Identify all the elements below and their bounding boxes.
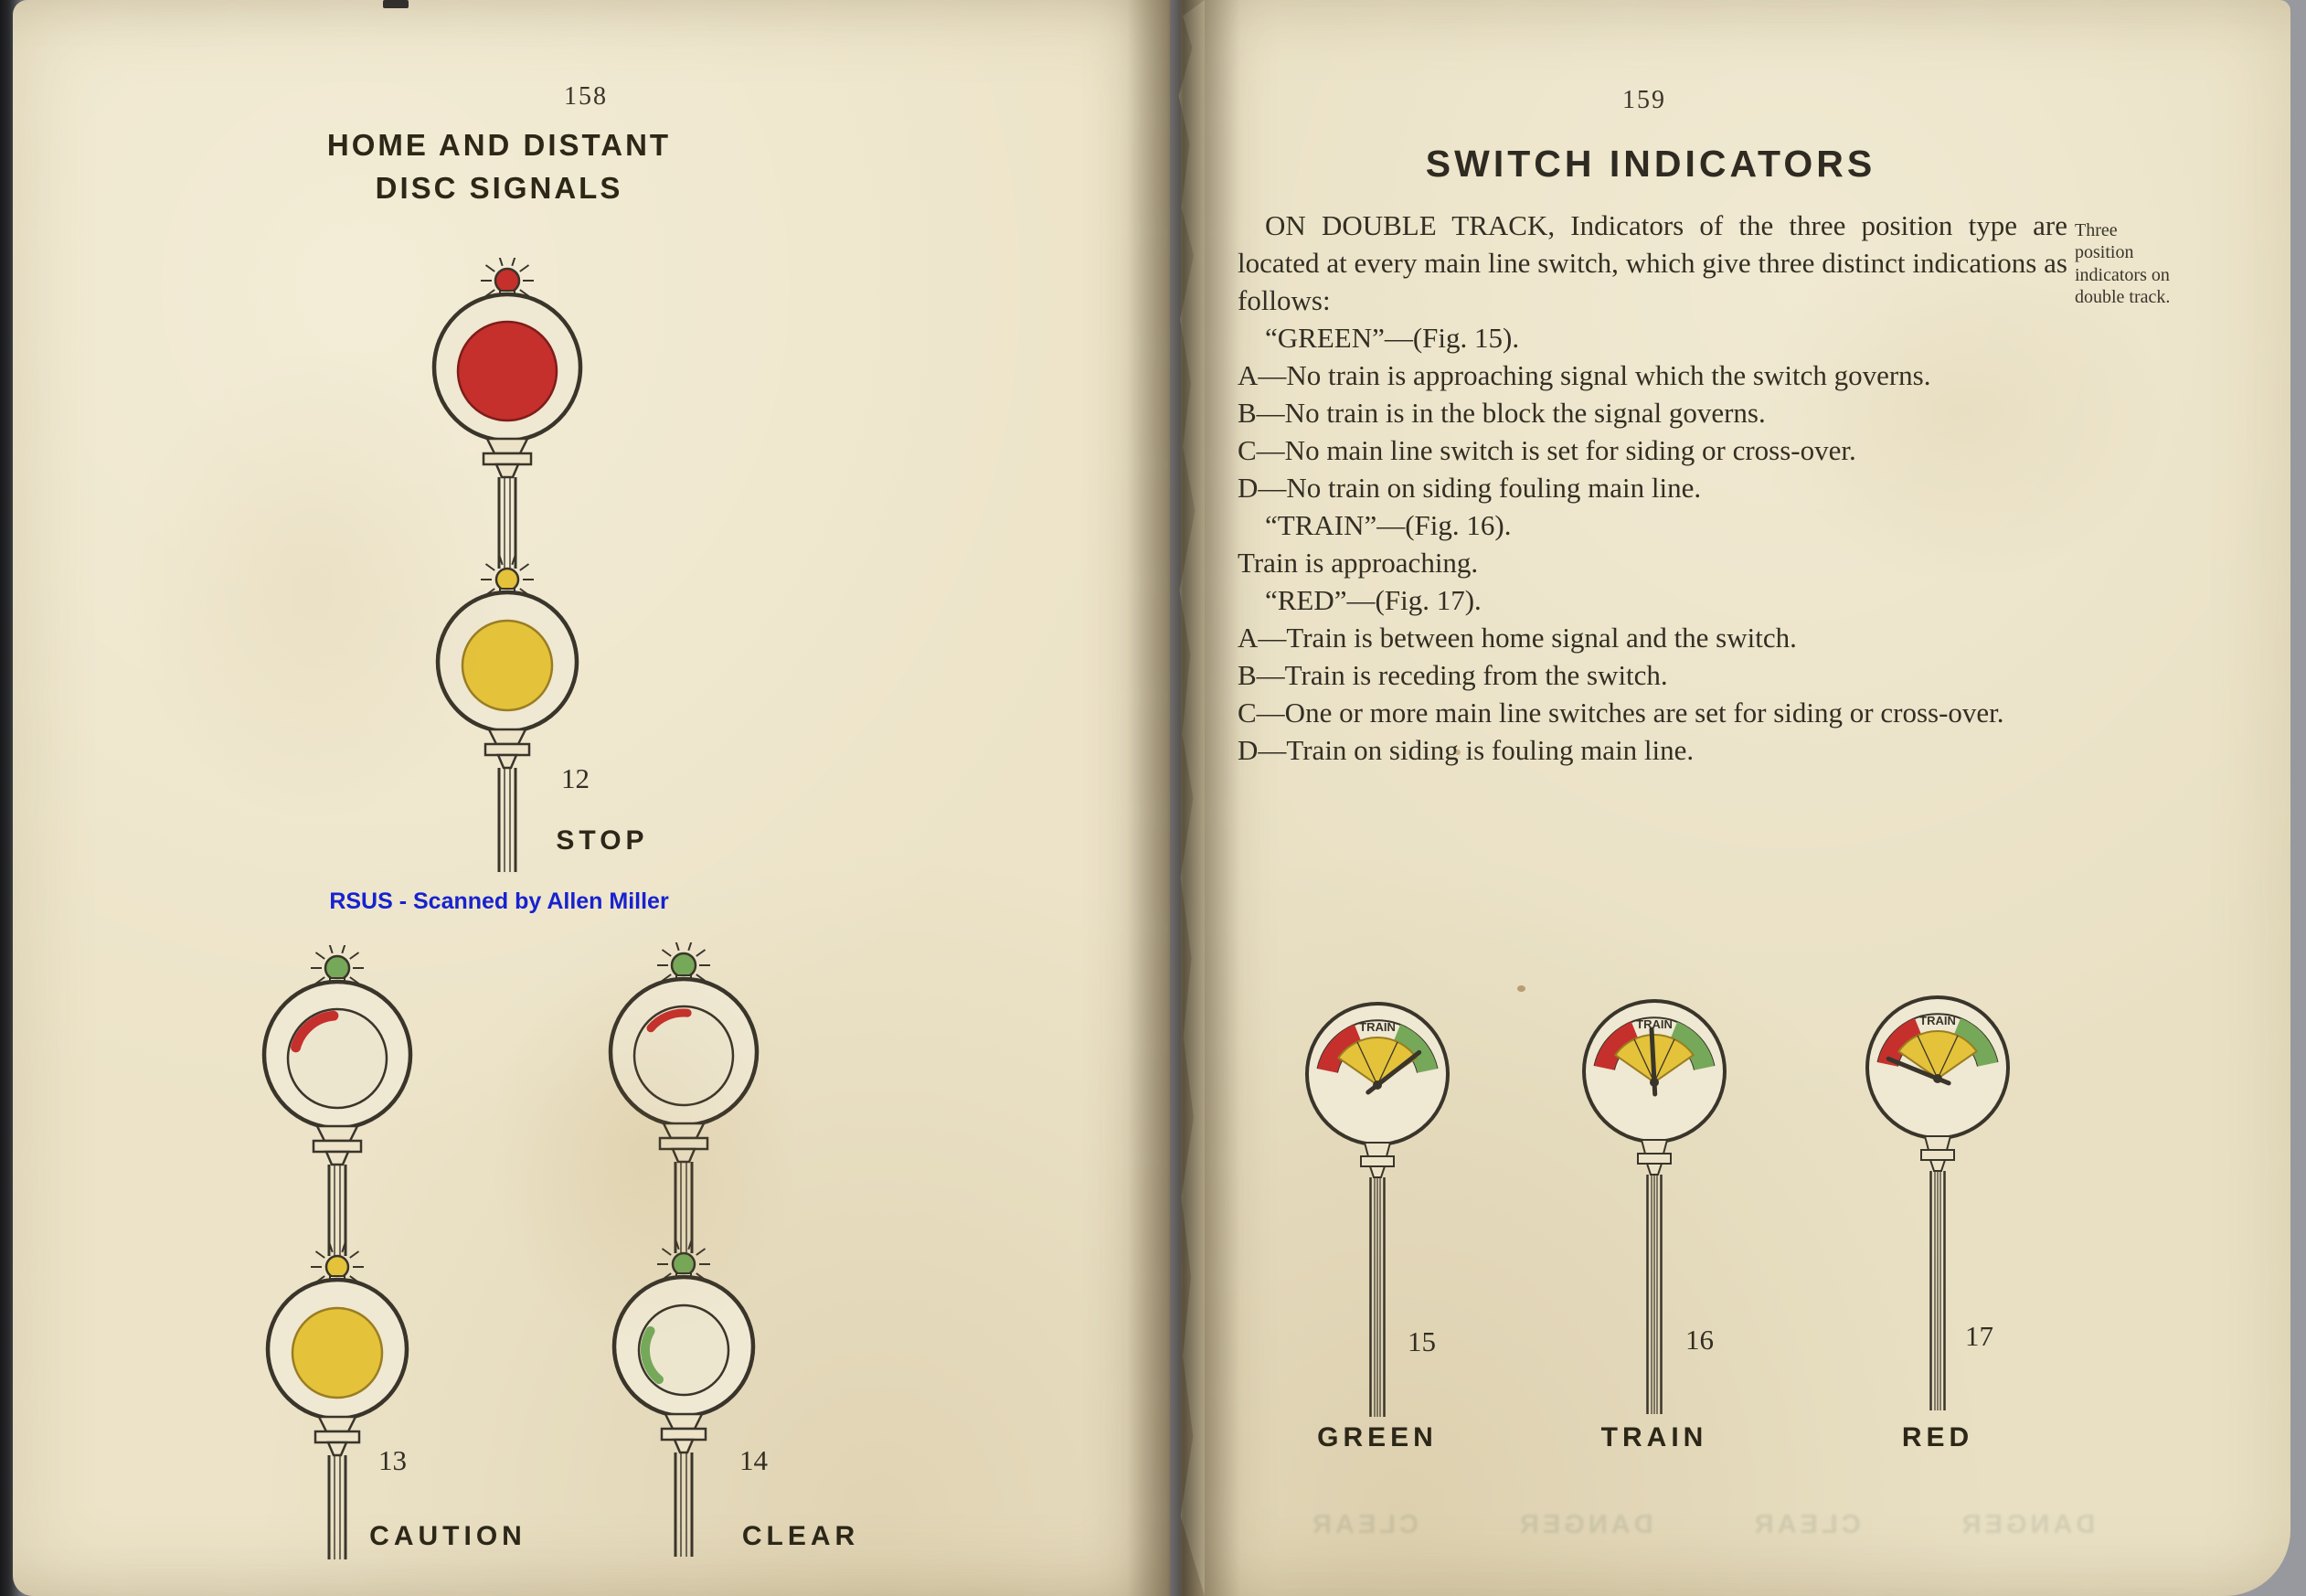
green-sector [1669, 1021, 1715, 1071]
intro-paragraph: ON DOUBLE TRACK, Indicators of the three… [1238, 209, 2067, 316]
white-disc [632, 1005, 735, 1107]
right-page: 159 SWITCH INDICATORS ON DOUBLE TRACK, I… [1178, 0, 2290, 1596]
indicator-face-label: TRAIN [1636, 1017, 1673, 1031]
section-train-heading: “TRAIN”—(Fig. 16). [1265, 509, 1512, 541]
section-green-item-b: B—No train is in the block the signal go… [1238, 397, 1766, 429]
indicator-mast [1646, 1175, 1663, 1414]
margin-note: Three position indicators on double trac… [2075, 220, 2171, 308]
red-disc [456, 320, 558, 422]
switch-indicator-figure-15: TRAIN [1305, 1002, 1450, 1417]
figure-13-number: 13 [378, 1444, 407, 1476]
section-red-item-d: D—Train on siding is fouling main line. [1238, 734, 1695, 766]
yellow-lamp-icon [494, 567, 520, 592]
red-sector [1594, 1021, 1640, 1071]
switch-indicator-figure-17: TRAIN [1865, 995, 2010, 1410]
indicator-mast [1929, 1171, 1946, 1410]
figure-12-caption: STOP [556, 825, 649, 856]
needle-pivot [1373, 1080, 1382, 1090]
signal-mast [497, 477, 517, 569]
body-text: ON DOUBLE TRACK, Indicators of the three… [1238, 207, 2067, 769]
section-red-item-c: C—One or more main line switches are set… [1238, 697, 2004, 729]
yellow-disc [461, 619, 554, 712]
indicator-face-label: TRAIN [1359, 1020, 1396, 1034]
red-lamp-icon [494, 267, 521, 294]
yellow-disc [291, 1306, 384, 1399]
right-page-number: 159 [1622, 86, 1666, 114]
needle-pivot [1650, 1078, 1659, 1087]
figure-14-number: 14 [739, 1444, 768, 1476]
green-lamp-icon [670, 952, 697, 979]
indicator-face-label: TRAIN [1919, 1014, 1956, 1027]
figure-15-caption: GREEN [1317, 1422, 1438, 1452]
figure-13-caption: CAUTION [369, 1521, 526, 1551]
torn-edge [1178, 0, 1205, 1596]
green-sector [1952, 1017, 1998, 1068]
yellow-fan [1897, 1030, 1978, 1080]
white-disc [286, 1007, 388, 1110]
figure-14-caption: CLEAR [741, 1521, 860, 1551]
right-page-title: SWITCH INDICATORS [1425, 143, 1876, 185]
left-page-title: HOME AND DISTANT DISC SIGNALS [252, 124, 746, 210]
white-disc [637, 1303, 730, 1397]
page-edge-notch [383, 0, 409, 8]
indicator-mast [1369, 1177, 1386, 1417]
section-red-heading: “RED”—(Fig. 17). [1265, 584, 1482, 616]
left-page: 158 HOME AND DISTANT DISC SIGNALS [13, 0, 1170, 1596]
paper-speck [1517, 985, 1525, 992]
section-green-heading: “GREEN”—(Fig. 15). [1265, 322, 1520, 354]
left-title-line1: HOME AND DISTANT [326, 128, 672, 162]
left-title-line2: DISC SIGNALS [375, 170, 623, 205]
section-red-item-a: A—Train is between home signal and the s… [1238, 622, 1797, 654]
figure-17-caption: RED [1901, 1422, 1974, 1452]
section-train-item: Train is approaching. [1238, 547, 1479, 579]
section-green-item-d: D—No train on siding fouling main line. [1238, 472, 1702, 504]
figure-12-number: 12 [561, 762, 590, 794]
figure-15-number: 15 [1408, 1325, 1436, 1357]
disc-signal-figure-14 [608, 942, 760, 1557]
yellow-fan [1337, 1037, 1418, 1087]
red-sector [1317, 1024, 1363, 1074]
green-disc-edge [640, 1326, 664, 1385]
green-sector [1392, 1024, 1438, 1074]
yellow-lamp-icon [324, 1254, 350, 1280]
disc-signal-figure-12 [431, 258, 583, 872]
section-green-item-c: C—No main line switch is set for siding … [1238, 434, 1856, 466]
green-lamp-icon [671, 1251, 696, 1277]
needle-pivot [1933, 1074, 1942, 1083]
red-disc-edge [646, 1008, 692, 1033]
bleedthrough-ghost-text: DANGER CLEAR DANGER CLEAR [1309, 1510, 2096, 1539]
figure-17-number: 17 [1965, 1320, 1993, 1352]
section-red-item-b: B—Train is receding from the switch. [1238, 659, 1668, 691]
scanner-watermark: RSUS - Scanned by Allen Miller [329, 888, 669, 914]
figure-16-caption: TRAIN [1600, 1422, 1708, 1452]
left-page-number: 158 [564, 82, 608, 111]
disc-signal-figure-13 [261, 945, 413, 1559]
green-lamp-icon [324, 954, 351, 982]
switch-indicator-figure-16: TRAIN [1582, 999, 1727, 1414]
red-disc-edge [291, 1010, 339, 1053]
section-green-item-a: A—No train is approaching signal which t… [1238, 359, 1931, 391]
figure-16-number: 16 [1685, 1324, 1714, 1356]
